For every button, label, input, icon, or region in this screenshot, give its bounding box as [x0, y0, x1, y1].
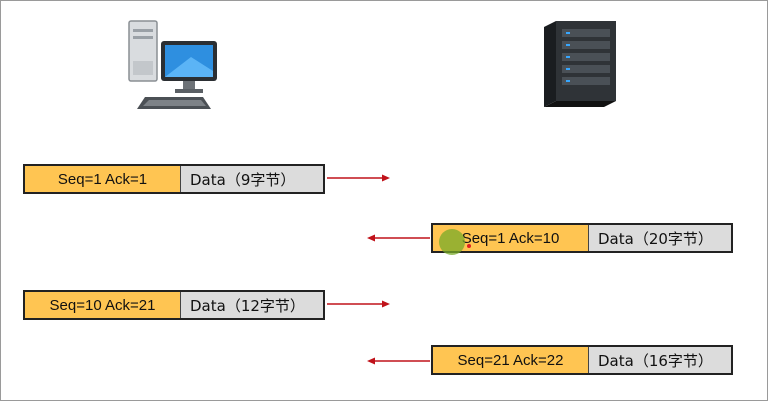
packet-4-seq-ack: Seq=21 Ack=22 [433, 347, 589, 373]
arrow-right-3 [327, 300, 390, 308]
packet-4-data: Data（16字节） [589, 347, 731, 373]
pointer-highlight [439, 229, 465, 255]
packet-1-data: Data（9字节） [181, 166, 323, 192]
arrow-right-1 [327, 174, 390, 182]
packet-4: Seq=21 Ack=22 Data（16字节） [431, 345, 733, 375]
packet-1: Seq=1 Ack=1 Data（9字节） [23, 164, 325, 194]
arrow-left-2 [367, 234, 430, 242]
packet-3-seq-ack: Seq=10 Ack=21 [25, 292, 181, 318]
pointer-dot [467, 244, 471, 248]
packet-2: Seq=1 Ack=10 Data（20字节） [431, 223, 733, 253]
packet-3-data: Data（12字节） [181, 292, 323, 318]
packet-2-data: Data（20字节） [589, 225, 731, 251]
desktop-computer-icon [128, 20, 217, 109]
packet-1-seq-ack: Seq=1 Ack=1 [25, 166, 181, 192]
arrow-left-4 [367, 357, 430, 365]
packet-3: Seq=10 Ack=21 Data（12字节） [23, 290, 325, 320]
server-rack-icon [544, 21, 616, 107]
